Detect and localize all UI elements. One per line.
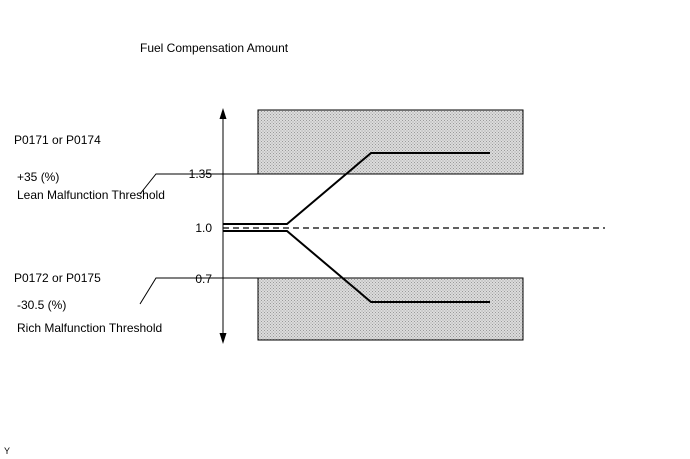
lean-percent: +35 (%)	[17, 170, 60, 184]
lean-threshold-label: Lean Malfunction Threshold	[17, 188, 165, 202]
lean-leader-line	[139, 173, 223, 195]
rich-threshold-label: Rich Malfunction Threshold	[17, 321, 163, 335]
lean-dtc-codes: P0171 or P0174	[14, 133, 101, 147]
axis-arrow-down-icon	[219, 333, 227, 344]
axis-arrow-up-icon	[219, 108, 227, 119]
lean-malfunction-zone	[257, 109, 524, 175]
rich-percent: -30.5 (%)	[17, 298, 67, 312]
rich-dtc-codes: P0172 or P0175	[14, 271, 101, 285]
rich-compensation-trace	[223, 230, 490, 303]
rich-malfunction-zone	[257, 277, 524, 341]
tick-label-rich: 0.7	[195, 272, 212, 286]
diagram-title: Fuel Compensation Amount	[140, 41, 289, 55]
lean-compensation-trace	[223, 152, 490, 225]
tick-label-nominal: 1.0	[195, 221, 212, 235]
tick-label-lean: 1.35	[188, 167, 212, 181]
rich-leader-line	[139, 277, 223, 305]
corner-mark: Y	[4, 446, 11, 456]
